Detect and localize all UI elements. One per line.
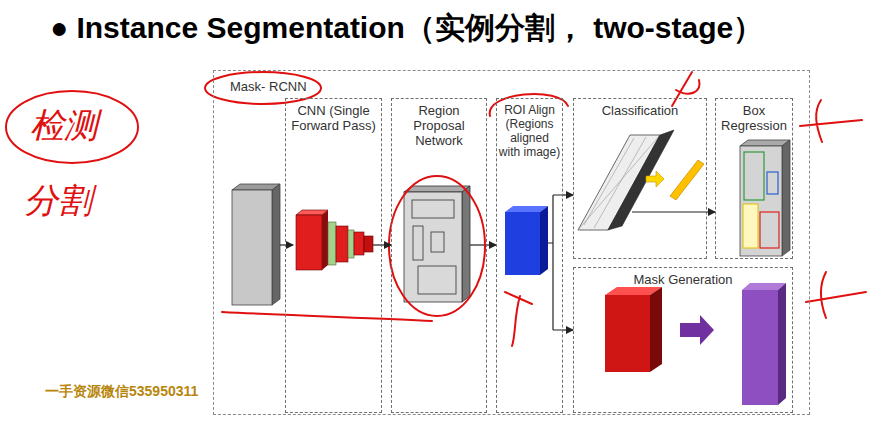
roi-cube bbox=[505, 206, 548, 275]
stage-label: Box Regression bbox=[716, 99, 792, 133]
proposal-image bbox=[404, 186, 470, 302]
roi-split-lines bbox=[548, 195, 563, 330]
flow-arrow bbox=[487, 244, 496, 245]
input-image bbox=[232, 184, 280, 305]
stage-label: Classification bbox=[574, 99, 706, 118]
mask-generation-head: Mask Generation bbox=[573, 267, 793, 413]
slide-title: ● Instance Segmentation（实例分割， two-stage） bbox=[50, 8, 763, 49]
fc-layers bbox=[578, 130, 704, 230]
flow-arrow bbox=[707, 211, 715, 212]
roi-align-stage: ROI Align (Regions aligned with image) bbox=[496, 98, 563, 413]
red-annotations bbox=[6, 72, 866, 346]
cnn-stage: CNN (Single Forward Pass) bbox=[285, 98, 382, 413]
classification-head: Classification bbox=[573, 98, 707, 259]
stage-label: ROI Align (Regions aligned with image) bbox=[497, 99, 562, 159]
frame-label: Mask- RCNN bbox=[230, 79, 307, 94]
cnn-layers bbox=[296, 210, 373, 270]
box-image bbox=[740, 140, 790, 256]
rpn-stage: Region Proposal Network bbox=[391, 98, 487, 413]
watermark: 一手资源微信535950311 bbox=[45, 383, 198, 401]
feature-line bbox=[373, 244, 382, 245]
stage-label: Region Proposal Network bbox=[392, 99, 486, 148]
mask-rcnn-frame: Mask- RCNN CNN (Single Forward Pass) Regio… bbox=[213, 70, 810, 415]
stage-label: CNN (Single Forward Pass) bbox=[286, 99, 381, 133]
stage-label: Mask Generation bbox=[574, 268, 792, 287]
box-regression-head: Box Regression bbox=[715, 98, 793, 259]
flow-arrow bbox=[563, 329, 573, 330]
flow-arrow bbox=[563, 194, 573, 195]
handwritten-note: 检测 bbox=[30, 103, 98, 149]
handwritten-note: 分割 bbox=[24, 178, 92, 224]
class-line bbox=[632, 211, 707, 212]
mask-head bbox=[605, 283, 786, 405]
input-arrow bbox=[280, 244, 293, 245]
flow-arrow bbox=[382, 244, 391, 245]
